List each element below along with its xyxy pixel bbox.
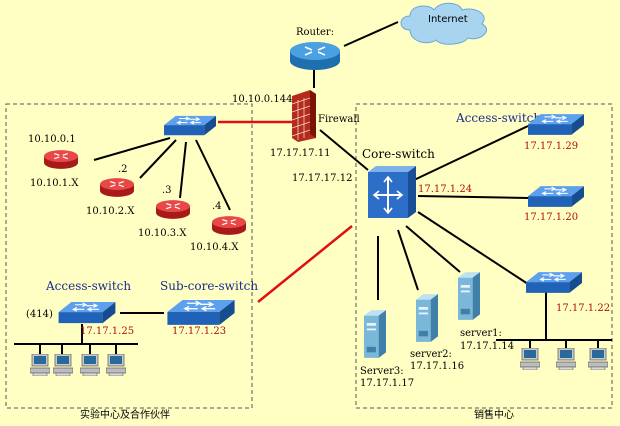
workstation-icon	[556, 348, 576, 370]
link-core-subcore	[257, 225, 353, 303]
workstation-icon	[520, 348, 540, 370]
core-switch-icon	[368, 166, 416, 218]
right-zone-label: 销售中心	[474, 408, 514, 421]
internet-label: Internet	[428, 14, 468, 25]
left-zone-box	[5, 103, 253, 409]
switch-icon	[164, 115, 216, 136]
switch-ip-25: 17.17.1.25	[80, 326, 134, 337]
right-zone-box	[355, 103, 613, 409]
core-switch-ip: 17.17.1.24	[418, 184, 472, 195]
switch-icon	[526, 272, 582, 294]
switch-icon	[57, 302, 117, 324]
ip-10-10-0-1: 10.10.0.1	[28, 134, 76, 145]
switch-icon	[166, 300, 236, 326]
server3-ip: 17.17.1.17	[360, 378, 414, 389]
link-core-server2	[397, 229, 419, 291]
router-label: Router:	[296, 27, 334, 38]
label-dot3: .3	[162, 185, 172, 196]
label-dot4: .4	[212, 201, 222, 212]
router-icon	[290, 42, 340, 70]
link-left-router-r3	[179, 141, 187, 199]
workstation-icon	[30, 354, 50, 376]
server2-ip: 17.17.1.16	[410, 361, 464, 372]
link-core-switch29	[413, 125, 529, 181]
right-pc-drops	[529, 340, 599, 348]
net-10-10-2: 10.10.2.X	[86, 206, 135, 217]
server-icon	[416, 294, 438, 342]
firewall-lan-ip-2: 17.17.17.12	[292, 173, 352, 184]
router-icon	[100, 178, 134, 197]
link-core-server1	[405, 225, 461, 273]
link-left-router-r2	[139, 139, 177, 179]
net-10-10-4: 10.10.4.X	[190, 242, 239, 253]
server1-label: server1:	[460, 328, 502, 339]
server-icon	[458, 272, 480, 320]
switch-ip-29: 17.17.1.29	[524, 141, 578, 152]
link-router-internet	[343, 21, 399, 47]
link-left-router-r1	[93, 137, 171, 161]
link-core-switch20	[417, 195, 529, 199]
link-core-switch22	[417, 211, 529, 285]
workstation-icon	[80, 354, 100, 376]
access-switch-left-label: Access-switch	[45, 279, 131, 293]
workstation-icon	[588, 348, 608, 370]
access-switch-right-label: Access-switch	[455, 111, 541, 125]
link-firewall-core	[319, 129, 369, 171]
firewall-label: Firewall	[318, 114, 360, 125]
firewall-lan-ip-1: 17.17.17.11	[270, 148, 330, 159]
server3-label: Server3:	[360, 366, 404, 377]
net-10-10-1: 10.10.1.X	[30, 178, 79, 189]
left-zone-label: 实验中心及合作伙伴	[80, 408, 170, 421]
server1-ip: 17.17.1.14	[460, 341, 514, 352]
core-switch-label: Core-switch	[362, 147, 435, 161]
router-icon	[212, 216, 246, 235]
workstation-icon	[106, 354, 126, 376]
switch-ip-23: 17.17.1.23	[172, 326, 226, 337]
label-dot2: .2	[118, 164, 128, 175]
switch-ip-20: 17.17.1.20	[524, 212, 578, 223]
sub-core-switch-label: Sub-core-switch	[160, 279, 258, 293]
router-icon	[44, 150, 78, 169]
net-10-10-3: 10.10.3.X	[138, 228, 187, 239]
workstation-icon	[53, 354, 73, 376]
port-414-label: (414)	[26, 309, 53, 320]
router-icon	[156, 200, 190, 219]
switch-icon	[528, 186, 584, 208]
firewall-icon	[291, 90, 316, 142]
switch-ip-22: 17.17.1.22	[556, 303, 610, 314]
link-left-router-r4	[195, 139, 231, 211]
internet-cloud-icon	[400, 2, 488, 45]
left-pc-drops	[39, 344, 117, 354]
server-icon	[364, 310, 386, 358]
server2-label: server2:	[410, 349, 452, 360]
firewall-wan-ip: 10.10.0.144	[232, 94, 292, 105]
